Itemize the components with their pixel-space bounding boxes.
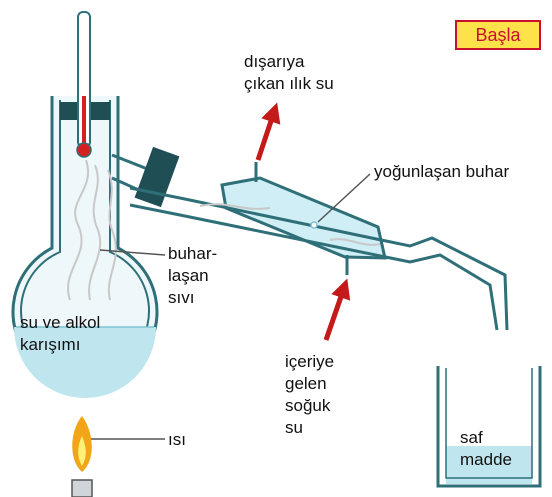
evap-label-line2: laşan [168, 266, 209, 285]
mixture-label-line1: su ve alkol [20, 313, 101, 332]
liquid-mixture [14, 327, 156, 398]
product-label-line2: madde [460, 450, 512, 469]
vapor-droplet [310, 221, 318, 229]
burner [71, 416, 93, 497]
evap-label-line3: sıvı [168, 288, 195, 307]
inlet-label-line2: gelen [285, 374, 327, 393]
outlet-label-line1: dışarıya [244, 52, 305, 71]
vapor-label: yoğunlaşan buhar [374, 162, 510, 181]
outlet-arrow-icon [255, 102, 281, 161]
mixture-label-line2: karışımı [20, 335, 81, 354]
side-arm-stopper [134, 146, 180, 208]
product-label-line1: saf [460, 428, 483, 447]
condenser [129, 162, 509, 331]
inlet-label-line4: su [285, 418, 303, 437]
start-button[interactable]: Başla [455, 20, 541, 50]
vapor-wisps [67, 159, 381, 301]
heat-label: ısı [168, 430, 186, 449]
inlet-label-line3: soğuk [285, 396, 331, 415]
leader-lines [90, 173, 371, 440]
inlet-label-line1: içeriye [285, 352, 335, 371]
inlet-arrow-icon [323, 278, 351, 341]
thermometer [76, 11, 92, 158]
outlet-label-line2: çıkan ılık su [244, 74, 334, 93]
evap-label-line1: buhar- [168, 244, 218, 263]
distillation-flask [11, 96, 159, 398]
beaker [436, 366, 542, 488]
